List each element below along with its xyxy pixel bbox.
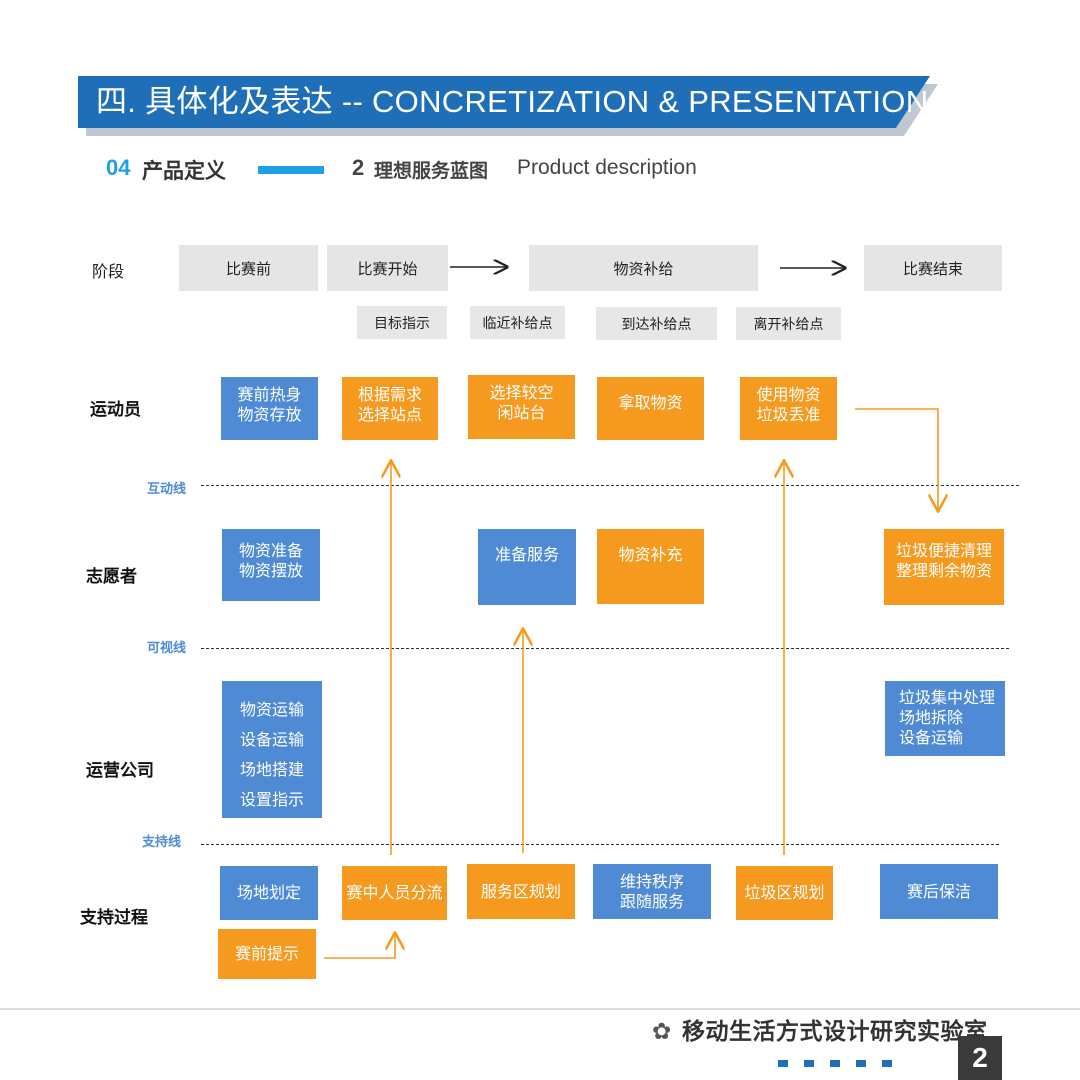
subsection-english: Product description (517, 156, 697, 179)
support-box-pre-race-notice: 赛前提示 (218, 929, 316, 979)
interaction-line (201, 485, 1019, 486)
volunteer-box-prepare: 物资准备 物资摆放 (222, 529, 320, 601)
box-line: 服务区规划 (480, 881, 561, 901)
section-label: 产品定义 (142, 159, 226, 183)
box-line: 选择较空 (489, 383, 554, 402)
arrow-notice-to-crowd-flow (324, 934, 395, 959)
stage-before-race: 比赛前 (179, 245, 318, 291)
footer-dot (778, 1060, 788, 1067)
row-label-volunteer: 志愿者 (86, 567, 137, 587)
support-box-order: 维持秩序 跟随服务 (593, 864, 711, 919)
box-line: 设置指示 (239, 790, 304, 809)
row-label-athlete: 运动员 (90, 400, 141, 420)
substage-approach-supply: 临近补给点 (470, 306, 565, 339)
support-box-site-zoning: 场地划定 (220, 866, 318, 920)
company-box-logistics: 物资运输 设备运输 场地搭建 设置指示 (222, 681, 322, 818)
box-line: 赛前热身 (237, 385, 302, 404)
stage-race-end: 比赛结束 (864, 245, 1002, 291)
watermark-text: 移动生活方式设计研究实验室 (682, 1019, 988, 1045)
athlete-box-choose-station: 根据需求 选择站点 (342, 377, 438, 440)
box-line: 物资运输 (239, 700, 304, 719)
box-line: 场地划定 (236, 883, 301, 902)
box-line: 拿取物资 (618, 393, 683, 412)
substage-leave-supply: 离开补给点 (736, 307, 841, 340)
footer-dot (856, 1060, 866, 1067)
stage-row-label: 阶段 (92, 262, 125, 281)
company-box-teardown: 垃圾集中处理 场地拆除 设备运输 (885, 681, 1005, 756)
watermark: ✿ 移动生活方式设计研究实验室 (652, 1012, 988, 1046)
box-line: 闲站台 (497, 403, 546, 422)
footer-dot (804, 1060, 814, 1067)
box-line: 垃圾丢准 (756, 405, 821, 424)
stage-race-start: 比赛开始 (327, 245, 448, 291)
box-line: 赛后保洁 (906, 881, 971, 901)
volunteer-box-prepare-service: 准备服务 (478, 529, 576, 605)
athlete-box-take-supply: 拿取物资 (597, 377, 704, 440)
box-line: 场地拆除 (899, 708, 964, 727)
box-line: 整理剩余物资 (895, 561, 992, 580)
box-line: 场地搭建 (239, 760, 304, 779)
interaction-line-label: 互动线 (147, 482, 187, 497)
wechat-icon: ✿ (652, 1019, 672, 1045)
stage-supply: 物资补给 (529, 245, 758, 291)
athlete-box-choose-idle: 选择较空 闲站台 (468, 375, 575, 439)
volunteer-box-replenish: 物资补充 (597, 529, 704, 604)
box-line: 物资摆放 (238, 561, 303, 580)
page-number: 2 (958, 1036, 1002, 1080)
arrow-use-to-cleanup (855, 408, 938, 510)
footer-dot (882, 1060, 892, 1067)
box-line: 设备运输 (239, 730, 304, 749)
footer-divider (0, 1008, 1080, 1010)
row-label-company: 运营公司 (86, 761, 154, 781)
support-box-service-area: 服务区规划 (467, 864, 575, 919)
visibility-line-label: 可视线 (147, 641, 187, 656)
section-divider-bar (258, 166, 324, 174)
box-line: 使用物资 (756, 385, 821, 404)
subsection-label: 理想服务蓝图 (374, 160, 489, 182)
title-banner (78, 76, 930, 128)
volunteer-box-cleanup: 垃圾便捷清理 整理剩余物资 (884, 529, 1004, 605)
support-box-trash-zone: 垃圾区规划 (736, 866, 833, 920)
box-line: 物资补充 (618, 545, 683, 564)
support-line (201, 844, 999, 845)
box-line: 垃圾区规划 (744, 883, 825, 902)
box-line: 跟随服务 (619, 891, 684, 911)
athlete-box-use-supply: 使用物资 垃圾丢准 (740, 377, 837, 440)
footer-dot (830, 1060, 840, 1067)
subsection-number: 2 (352, 155, 365, 180)
box-line: 根据需求 (357, 385, 422, 404)
support-line-label: 支持线 (142, 835, 182, 850)
row-label-support: 支持过程 (80, 908, 148, 928)
box-line: 物资准备 (238, 541, 303, 560)
box-line: 垃圾集中处理 (899, 688, 996, 707)
box-line: 设备运输 (899, 728, 964, 747)
visibility-line (201, 648, 1009, 649)
substage-target-guide: 目标指示 (357, 306, 447, 339)
box-line: 准备服务 (494, 545, 559, 564)
box-line: 赛中人员分流 (346, 883, 443, 902)
athlete-box-warmup: 赛前热身 物资存放 (221, 377, 318, 440)
box-line: 维持秩序 (619, 871, 684, 891)
box-line: 垃圾便捷清理 (895, 541, 992, 560)
box-line: 赛前提示 (234, 944, 299, 963)
support-box-post-cleaning: 赛后保洁 (880, 864, 998, 919)
box-line: 物资存放 (237, 405, 302, 424)
box-line: 选择站点 (357, 405, 422, 424)
section-number: 04 (106, 155, 131, 180)
support-box-crowd-flow: 赛中人员分流 (342, 866, 447, 920)
substage-arrive-supply: 到达补给点 (596, 307, 717, 340)
footer-dots (778, 1052, 908, 1071)
page-title: 四. 具体化及表达 -- CONCRETIZATION & PRESENTATI… (96, 84, 929, 119)
